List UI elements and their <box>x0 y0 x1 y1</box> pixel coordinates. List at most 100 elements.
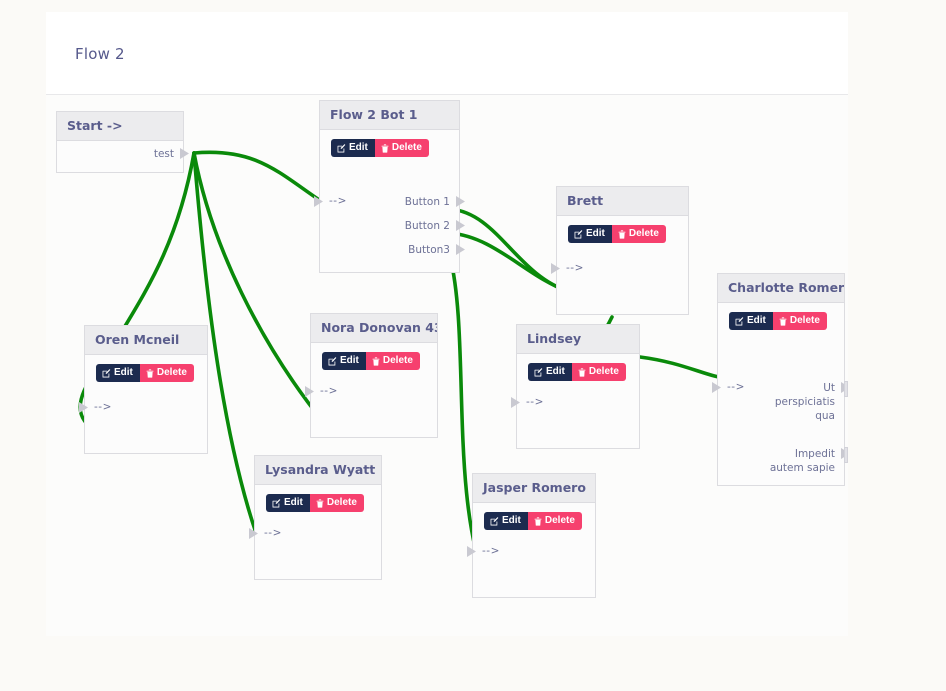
edit-square-icon <box>490 516 499 526</box>
port-input-label: --> <box>320 385 338 397</box>
page-title: Flow 2 <box>75 45 125 63</box>
trash-icon <box>618 229 626 239</box>
delete-button-label: Delete <box>628 228 659 239</box>
node-action-buttons: Edit Delete <box>311 343 437 370</box>
delete-button[interactable]: Delete <box>374 139 429 157</box>
port-row: --> <box>467 545 595 560</box>
flow-node-start[interactable]: Start -> test <box>56 111 189 175</box>
edit-button[interactable]: Edit <box>568 225 612 243</box>
flow-edge[interactable] <box>448 207 572 294</box>
edit-square-icon <box>735 316 744 326</box>
header-card: Flow 2 <box>46 12 848 95</box>
delete-button[interactable]: Delete <box>365 352 420 370</box>
edit-square-icon <box>102 368 111 378</box>
input-handle[interactable] <box>79 402 88 413</box>
port-output-label: Button3 <box>408 244 450 256</box>
output-handle[interactable] <box>456 244 465 255</box>
port-input-label: --> <box>94 401 112 413</box>
edit-button-label: Edit <box>586 228 605 239</box>
input-handle[interactable] <box>314 196 323 207</box>
port-input-label: --> <box>526 396 544 408</box>
output-handle[interactable] <box>180 148 189 159</box>
flow-node-nora[interactable]: Nora Donovan 43 Edit Delete --> <box>305 313 438 438</box>
flow-edge[interactable] <box>192 151 326 425</box>
trash-icon <box>372 356 380 366</box>
input-handle[interactable] <box>305 386 314 397</box>
trash-icon <box>534 516 542 526</box>
delete-button[interactable]: Delete <box>139 364 194 382</box>
node-ports: --> <box>79 401 207 416</box>
edit-square-icon <box>534 367 543 377</box>
delete-button[interactable]: Delete <box>611 225 666 243</box>
node-title: Oren Mcneil <box>85 326 207 355</box>
port-input-label: --> <box>482 545 500 557</box>
delete-button-label: Delete <box>382 355 413 366</box>
node-title: Start -> <box>57 112 183 141</box>
output-handle-tab[interactable] <box>844 447 848 463</box>
port-row: --> <box>511 396 639 411</box>
trash-icon <box>381 143 389 153</box>
node-body: test <box>57 141 189 175</box>
port-output-label: Ut perspiciatis qua <box>774 382 835 422</box>
edit-button[interactable]: Edit <box>484 512 528 530</box>
output-handle[interactable] <box>456 220 465 231</box>
node-ports: -->Ut perspiciatis qua Impedit autem sap… <box>712 381 848 499</box>
port-input-label <box>329 243 333 255</box>
edit-button[interactable]: Edit <box>96 364 140 382</box>
edit-square-icon <box>272 498 281 508</box>
node-body: Edit Delete --> <box>511 354 639 451</box>
edit-button[interactable]: Edit <box>266 494 310 512</box>
port-input-label: --> <box>329 195 347 207</box>
node-title: Nora Donovan 43 <box>311 314 437 343</box>
edit-square-icon <box>574 229 583 239</box>
node-ports: --> <box>467 545 595 560</box>
node-action-buttons: Edit Delete <box>557 216 688 243</box>
input-handle[interactable] <box>712 382 721 393</box>
delete-button-label: Delete <box>588 366 619 377</box>
edit-button[interactable]: Edit <box>331 139 375 157</box>
delete-button[interactable]: Delete <box>309 494 364 512</box>
edit-button[interactable]: Edit <box>729 312 773 330</box>
port-row: --> <box>305 385 437 400</box>
output-handle[interactable] <box>456 196 465 207</box>
port-output-label <box>195 401 198 415</box>
edit-button-label: Edit <box>114 367 133 378</box>
output-handle-tab[interactable] <box>844 381 848 397</box>
delete-button[interactable]: Delete <box>527 512 582 530</box>
port-row: -->Button 1 <box>314 195 465 210</box>
node-title: Lysandra Wyatt <box>255 456 381 485</box>
input-handle[interactable] <box>511 397 520 408</box>
port-row: test <box>57 147 189 162</box>
port-input-label <box>66 147 70 159</box>
port-row: --> Ut perspiciatis qua <box>712 381 848 423</box>
flow-edge[interactable] <box>448 231 572 294</box>
flow-edge[interactable] <box>192 150 335 211</box>
node-title: Charlotte Romero <box>718 274 844 303</box>
node-body: Edit Delete --> <box>79 355 207 456</box>
delete-button[interactable]: Delete <box>772 312 827 330</box>
edit-button[interactable]: Edit <box>322 352 366 370</box>
port-output-label <box>425 385 428 399</box>
delete-button-label: Delete <box>789 315 820 326</box>
input-handle[interactable] <box>551 263 560 274</box>
delete-button[interactable]: Delete <box>571 363 626 381</box>
input-handle[interactable] <box>249 528 258 539</box>
input-handle[interactable] <box>467 546 476 557</box>
edit-button-label: Edit <box>747 315 766 326</box>
port-input-label: --> <box>727 381 745 393</box>
edit-button[interactable]: Edit <box>528 363 572 381</box>
port-input-label: --> <box>566 262 584 274</box>
